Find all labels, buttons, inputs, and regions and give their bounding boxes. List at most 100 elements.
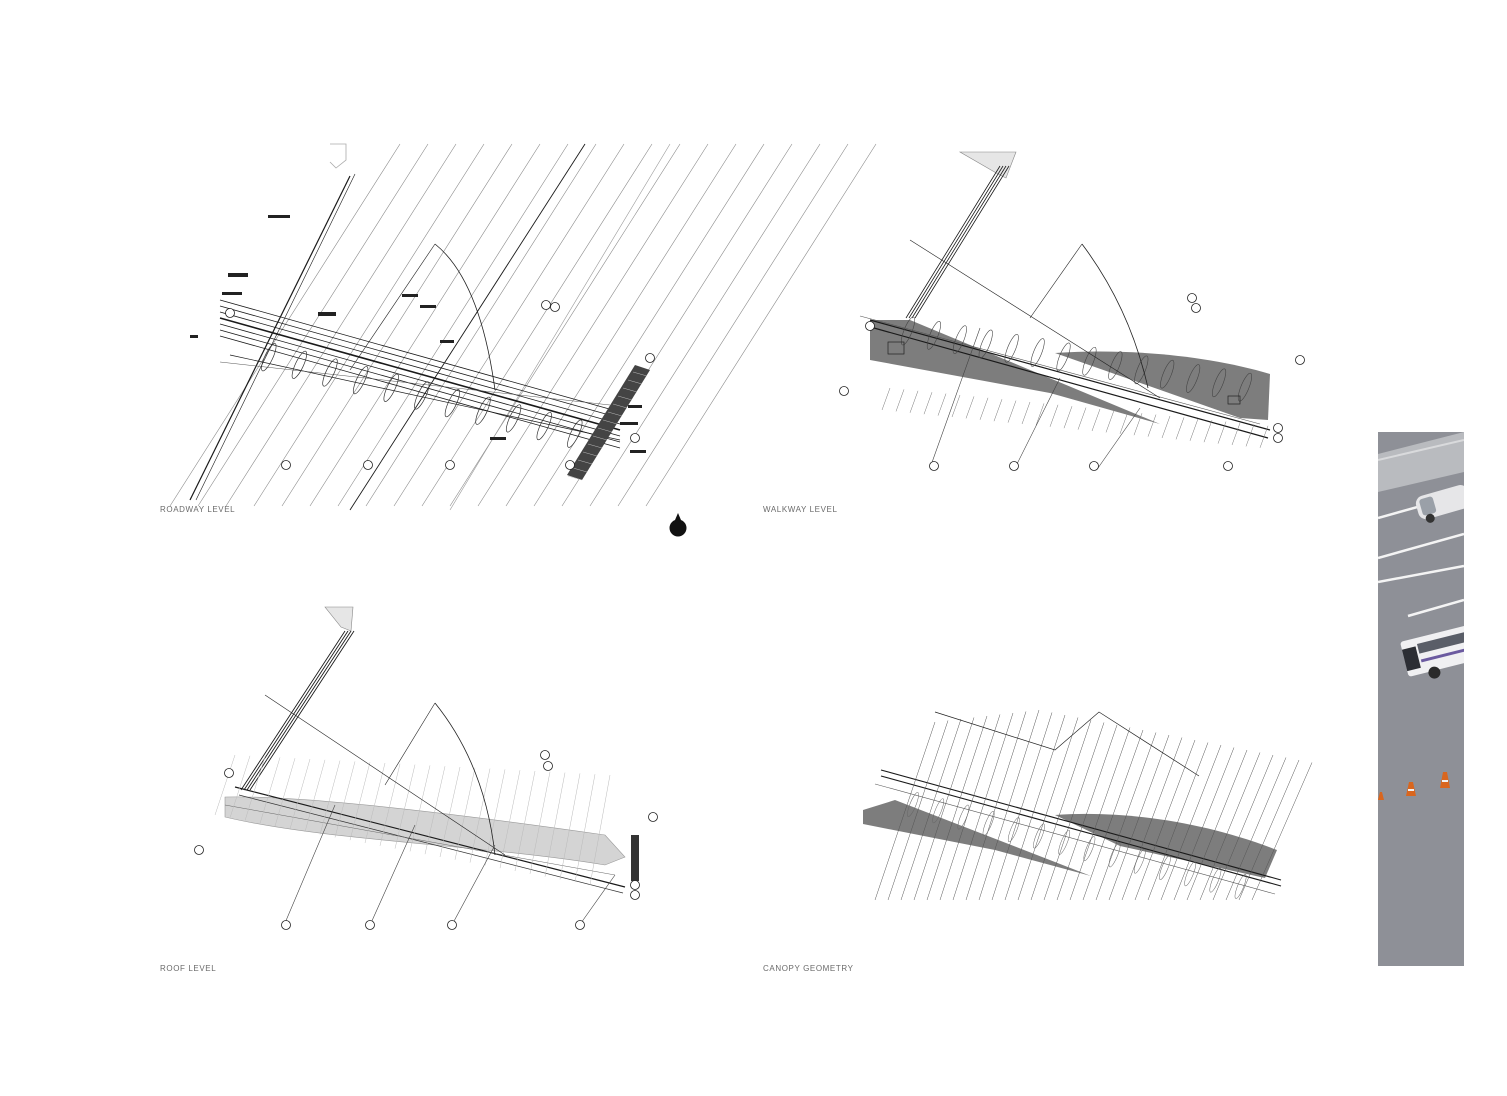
- walkway-shade-right: [1055, 351, 1270, 420]
- pier: [932, 798, 945, 824]
- hatch-line: [577, 459, 593, 465]
- geometry-line: [1095, 732, 1157, 901]
- deck-line: [219, 311, 621, 425]
- pier: [1056, 342, 1071, 372]
- hatch-line: [602, 419, 618, 425]
- roof-level-plan: [185, 605, 670, 940]
- annotation-tag: [420, 305, 436, 308]
- grid-tick: [1063, 406, 1073, 429]
- grid-bubble: [1273, 433, 1283, 443]
- geometry-line: [1160, 744, 1222, 901]
- pier: [261, 343, 277, 372]
- geometry-line: [1225, 757, 1287, 901]
- grid-tick: [244, 756, 266, 821]
- grid-bubble: [543, 761, 553, 771]
- geometry-line: [900, 718, 962, 901]
- grid-tick: [1189, 418, 1199, 441]
- pier: [1184, 861, 1197, 887]
- gridline: [929, 327, 981, 469]
- roof-level-caption: ROOF LEVEL: [160, 964, 217, 973]
- geometry-line: [1043, 722, 1105, 901]
- grid-bubble: [224, 768, 234, 778]
- grid-tick: [1203, 420, 1213, 443]
- grid-bubble: [630, 880, 640, 890]
- grid-line: [365, 143, 597, 507]
- walkway-shade-left: [870, 320, 1160, 424]
- hatch-line: [617, 395, 633, 401]
- column-line: [195, 173, 356, 501]
- grid-line: [617, 143, 849, 507]
- grid-tick: [289, 758, 311, 830]
- deck-line: [874, 783, 1276, 895]
- grid-bubble: [630, 890, 640, 900]
- deck-line: [880, 769, 1282, 881]
- grid-tick: [1035, 403, 1045, 426]
- grid-tick: [394, 764, 416, 849]
- grid-line: [421, 143, 653, 507]
- pier: [957, 804, 970, 830]
- deck-line: [219, 335, 621, 449]
- pier: [1108, 351, 1123, 380]
- grid-tick: [1007, 400, 1017, 423]
- deck-line: [234, 786, 626, 888]
- grid-tick: [514, 770, 536, 872]
- geometry-line: [1030, 719, 1092, 901]
- pier: [1030, 338, 1045, 367]
- roadway-level-caption: ROADWAY LEVEL: [160, 505, 236, 514]
- pier: [1108, 842, 1121, 868]
- grid-bubble: [550, 302, 560, 312]
- canopy-geometry-plan: [855, 700, 1313, 930]
- gridline: [1097, 407, 1141, 469]
- geometry-line: [991, 712, 1053, 901]
- deck-line: [219, 323, 621, 437]
- geometry-line: [1199, 752, 1261, 901]
- dimension-line: [349, 243, 436, 371]
- geometry-line: [1056, 724, 1118, 901]
- grid-tick: [274, 758, 296, 827]
- geometry-line: [926, 715, 988, 901]
- pier: [352, 366, 369, 395]
- canopy-shade-right: [1055, 813, 1277, 878]
- annotation-tag: [222, 292, 242, 295]
- pier: [1133, 848, 1146, 874]
- grid-bubble: [865, 321, 875, 331]
- geometry-line: [1212, 754, 1274, 901]
- column-line: [249, 630, 355, 791]
- aerial-site-photo: [1378, 432, 1464, 966]
- pier: [1212, 368, 1227, 398]
- grid-bubble: [1191, 303, 1201, 313]
- hatch-line: [627, 379, 643, 385]
- geometry-line: [1251, 762, 1313, 901]
- grid-bubble: [575, 920, 585, 930]
- geometry-line: [913, 717, 975, 901]
- grid-line: [253, 143, 485, 507]
- grid-tick: [379, 763, 401, 846]
- hatch-line: [587, 443, 603, 449]
- grid-tick: [951, 394, 961, 418]
- roadway-level-drawing: [169, 143, 877, 511]
- deck-line: [219, 329, 621, 443]
- deck-line: [219, 317, 621, 431]
- dimension-line: [264, 694, 506, 856]
- column-line: [908, 165, 1004, 319]
- pier: [444, 389, 461, 418]
- pier: [926, 321, 941, 350]
- grid-bubble: [839, 386, 849, 396]
- grid-tick: [229, 755, 251, 818]
- building-outline: [324, 606, 354, 632]
- angle-dimension-arc: [434, 702, 496, 856]
- pier: [1159, 855, 1171, 880]
- deck-line: [873, 327, 1269, 439]
- grid-bubble: [1295, 355, 1305, 365]
- grid-tick: [1133, 413, 1143, 436]
- grid-tick: [1259, 425, 1269, 448]
- column-line: [243, 630, 349, 791]
- gridline: [284, 804, 336, 924]
- grid-bubble: [1223, 461, 1233, 471]
- aerial-photo-illustration: [1378, 432, 1464, 966]
- hatch-line: [572, 467, 588, 473]
- grid-tick: [979, 397, 989, 420]
- geometry-line: [1069, 727, 1131, 901]
- grid-tick: [1021, 401, 1031, 425]
- annotation-tag: [630, 450, 646, 453]
